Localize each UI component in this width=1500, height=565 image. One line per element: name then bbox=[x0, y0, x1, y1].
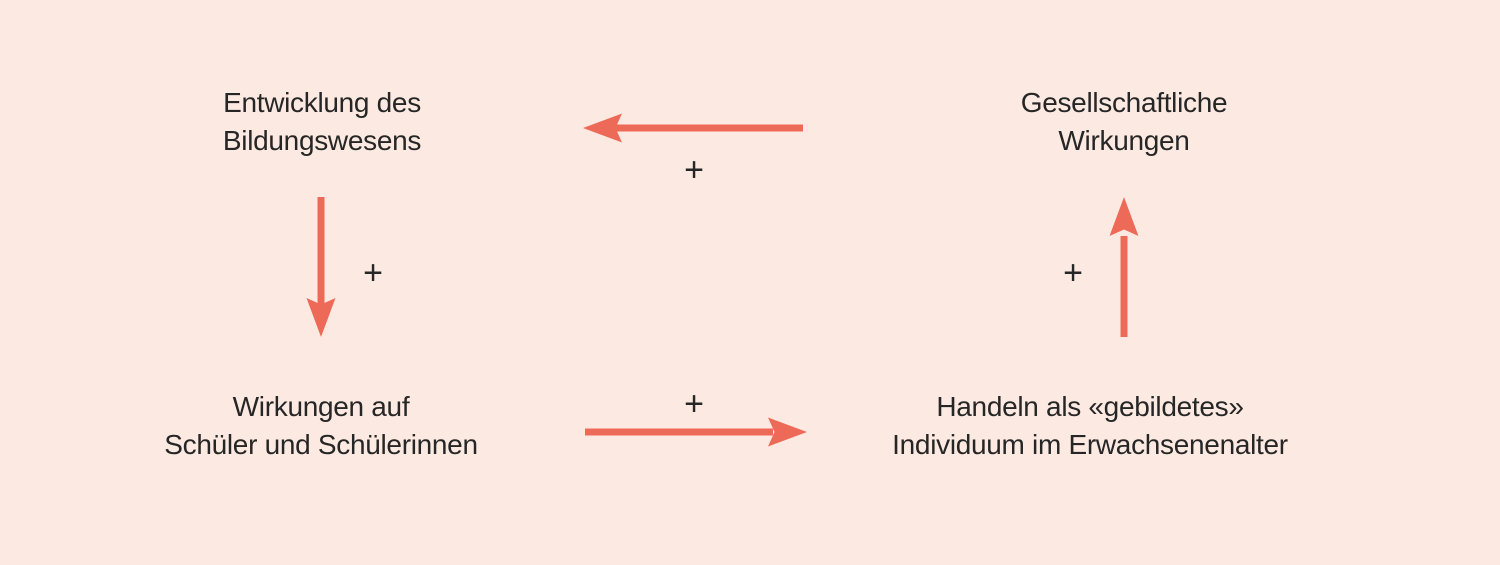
node-label-line: Individuum im Erwachsenenalter bbox=[892, 429, 1288, 460]
node-label-line: Wirkungen bbox=[1058, 125, 1190, 156]
node-label-line: Wirkungen auf bbox=[232, 391, 410, 422]
arrow-right-icon bbox=[585, 417, 807, 447]
node-label-line: Schüler und Schülerinnen bbox=[164, 429, 478, 460]
node-label-line: Gesellschaftliche bbox=[1020, 87, 1228, 118]
polarity-sign-left: + bbox=[363, 254, 383, 292]
arrow-left-icon bbox=[583, 113, 803, 143]
node-label-line: Entwicklung des bbox=[223, 87, 421, 118]
arrow-up-icon bbox=[1109, 197, 1139, 337]
node-gesellschaftliche-wirkungen: Gesellschaftliche Wirkungen bbox=[874, 84, 1374, 160]
polarity-sign-bottom: + bbox=[684, 385, 704, 423]
arrow-down-icon bbox=[306, 197, 336, 337]
polarity-sign-right: + bbox=[1063, 254, 1083, 292]
node-wirkungen-schueler: Wirkungen auf Schüler und Schülerinnen bbox=[71, 388, 571, 464]
node-entwicklung-bildungswesen: Entwicklung des Bildungswesens bbox=[72, 84, 572, 160]
node-handeln-individuum: Handeln als «gebildetes» Individuum im E… bbox=[810, 388, 1370, 464]
node-label-line: Handeln als «gebildetes» bbox=[936, 391, 1244, 422]
node-label-line: Bildungswesens bbox=[222, 125, 422, 156]
polarity-sign-top: + bbox=[684, 151, 704, 189]
